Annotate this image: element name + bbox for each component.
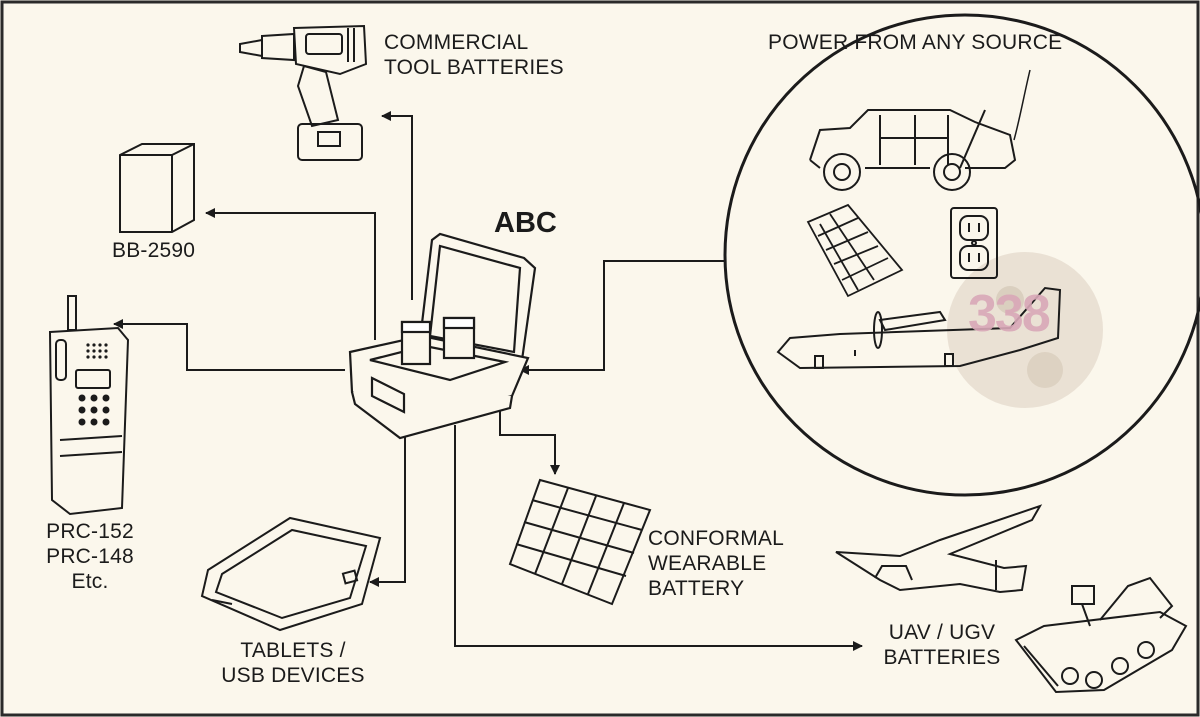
label-leader-line: [1013, 69, 1031, 141]
rugged-tablet-icon: [200, 516, 382, 632]
label-line-2: BATTERIES: [883, 646, 1001, 669]
label-power-from-any-source: POWER FROM ANY SOURCE: [768, 31, 1063, 54]
radio-keypad: [78, 343, 110, 426]
label-line-2: PRC-148: [46, 545, 134, 568]
hub-battery-case-icon: [348, 232, 537, 440]
bb2590-battery-icon: [119, 143, 195, 233]
arrow-to-uav-ugv: [454, 425, 863, 651]
watermark-text: 338: [968, 285, 1051, 343]
power-sources-circle: [723, 13, 1200, 497]
label-line-2: TOOL BATTERIES: [384, 56, 564, 79]
label-tablets-usb-devices: TABLETS / USB DEVICES: [208, 638, 378, 688]
label-line-2: USB DEVICES: [221, 664, 365, 687]
wall-outlet-icon: [950, 207, 998, 279]
label-line-3: BATTERY: [648, 577, 745, 600]
label-line-3: Etc.: [71, 570, 109, 593]
arrow-to-conformal: [499, 405, 560, 475]
label-line-1: TABLETS /: [240, 639, 346, 662]
label-line-1: UAV / UGV: [888, 621, 996, 644]
conformal-battery-icon: [508, 478, 652, 606]
handheld-radio-icon: [48, 295, 130, 516]
label-conformal-wearable-battery: CONFORMAL WEARABLE BATTERY: [648, 526, 784, 601]
arrow-to-radio: [113, 319, 345, 371]
label-uav-ugv-batteries: UAV / UGV BATTERIES: [872, 620, 1012, 670]
label-line-1: PRC-152: [46, 520, 134, 543]
label-radio: PRC-152 PRC-148 Etc.: [40, 519, 140, 594]
hub-title: ABC: [494, 207, 557, 239]
power-drill-icon: [239, 24, 368, 161]
solar-panel-icon: [806, 203, 904, 298]
transport-aircraft-icon: [776, 286, 1062, 370]
label-line-1: CONFORMAL: [648, 527, 784, 550]
arrow-to-tool-batteries: [381, 111, 413, 300]
uav-icon: [835, 504, 1043, 594]
connectors: [113, 111, 863, 651]
military-vehicle-icon: [809, 109, 1017, 191]
arrow-to-tablets: [369, 420, 406, 587]
label-bb2590: BB-2590: [112, 239, 196, 262]
label-line-2: WEARABLE: [648, 552, 767, 575]
watermark-badge: [947, 252, 1103, 408]
arrow-to-bb2590: [205, 208, 376, 340]
label-line-1: COMMERCIAL: [384, 31, 529, 54]
ugv-robot-icon: [1014, 576, 1188, 694]
label-commercial-tool-batteries: COMMERCIAL TOOL BATTERIES: [384, 30, 564, 80]
arrow-from-power-sources: [519, 260, 726, 375]
